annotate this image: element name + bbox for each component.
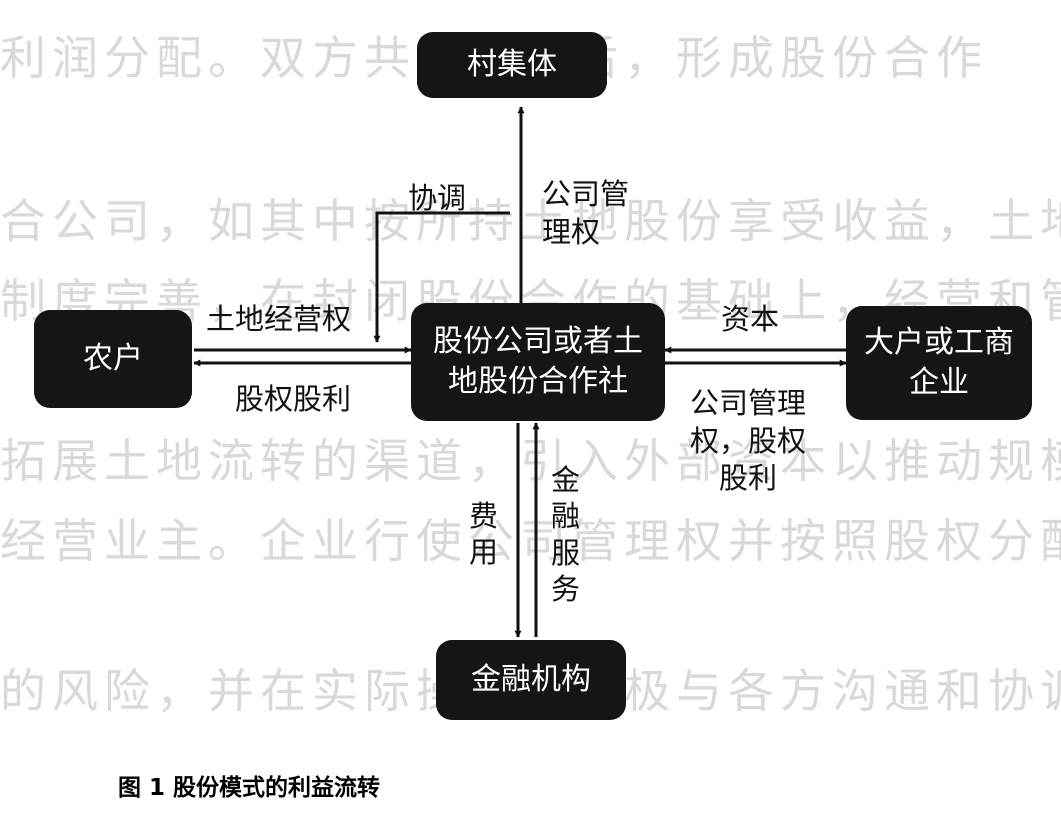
edge-label-enterprise-return-line2: 权，股权: [690, 423, 807, 458]
node-farmer: 农户: [34, 310, 192, 408]
edge-label-land-rights: 土地经营权: [206, 302, 352, 336]
node-enterprise-label-line2: 企业: [909, 365, 969, 400]
node-village-collective: 村集体: [417, 32, 607, 98]
node-center-label-line2: 地股份合作社: [448, 364, 628, 399]
edge-label-financial-service: 金融服务: [551, 463, 581, 606]
node-joint-stock-company: 股份公司或者土 地股份合作社: [411, 303, 665, 421]
node-finance-label: 金融机构: [471, 661, 591, 697]
node-financial-institution: 金融机构: [436, 640, 626, 720]
edge-label-capital: 资本: [721, 302, 780, 336]
figure-caption: 图 1 股份模式的利益流转: [118, 775, 381, 801]
edge-label-coordinate: 协调: [408, 181, 467, 215]
background-text-line: 经营业主。企业行使公司管理权并按照股权分配: [0, 514, 1061, 568]
edge-label-enterprise-return-line3: 股利: [719, 461, 778, 496]
node-village-label: 村集体: [467, 46, 557, 82]
edge-label-management: 公司管 理权: [542, 176, 629, 251]
arrow-coordinate: [373, 211, 510, 343]
edge-label-fee: 费用: [469, 499, 499, 570]
edge-label-equity-dividend: 股权股利: [235, 382, 352, 416]
edge-label-enterprise-return-line1: 公司管理: [690, 386, 807, 420]
edge-label-management-line2: 理权: [542, 214, 601, 249]
edge-label-enterprise-return: 公司管理 权，股权 股利: [690, 385, 806, 498]
node-farmer-label: 农户: [83, 340, 143, 376]
edge-label-management-line1: 公司管: [542, 177, 630, 211]
background-text-line: 拓展土地流转的渠道，引入外部资本以推动规模: [0, 434, 1061, 488]
node-enterprise: 大户或工商 企业: [846, 306, 1032, 420]
background-text-line: 合公司，如其中按所持土地股份享受收益，土地合: [0, 194, 1061, 248]
node-center-label-line1: 股份公司或者土: [433, 323, 643, 359]
node-enterprise-label-line1: 大户或工商: [864, 324, 1014, 360]
